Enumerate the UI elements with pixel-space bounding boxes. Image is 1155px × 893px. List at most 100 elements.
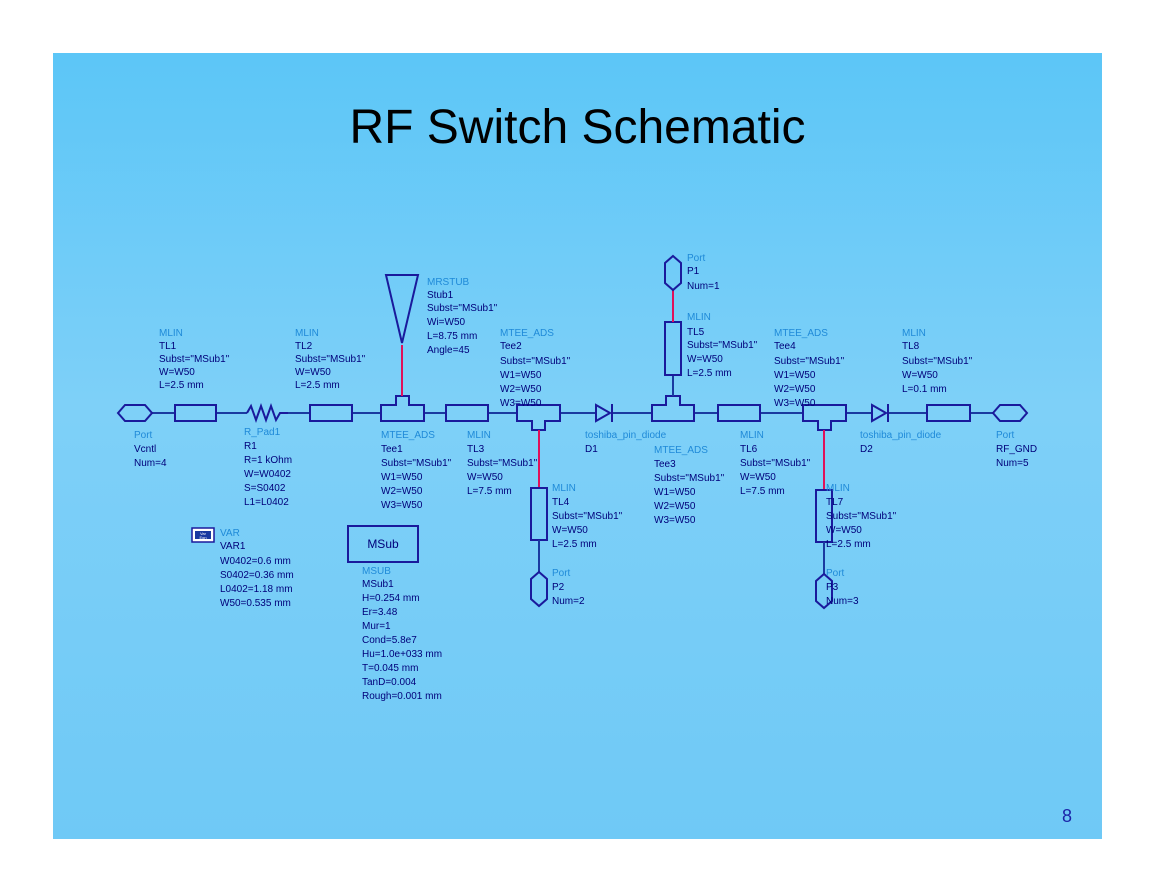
stub1-line: Angle=45 xyxy=(427,345,470,356)
p2-type: Port xyxy=(552,568,571,579)
msub1-line: Er=3.48 xyxy=(362,607,398,618)
tee4-line: W2=W50 xyxy=(774,384,816,395)
tl8-line: Subst="MSub1" xyxy=(902,356,973,367)
tl5-line: W=W50 xyxy=(687,354,723,365)
tee2-line: W3=W50 xyxy=(500,398,542,409)
port-p3-symbol xyxy=(815,572,833,610)
tl3-line: TL3 xyxy=(467,444,485,455)
tl8-type: MLIN xyxy=(902,328,926,339)
tl6-symbol xyxy=(717,404,761,422)
label-vcntl: Port Vcntl Num=4 xyxy=(134,430,167,469)
label-tee1: MTEE_ADS Tee1 Subst="MSub1" W1=W50 W2=W5… xyxy=(381,430,452,511)
p2-line: P2 xyxy=(552,582,565,593)
tee1-line: W2=W50 xyxy=(381,486,423,497)
label-p3: Port P3 Num=3 xyxy=(826,568,859,607)
label-rfgnd: Port RF_GND Num=5 xyxy=(996,430,1037,469)
tl4-type: MLIN xyxy=(552,483,576,494)
msub-box xyxy=(347,525,419,563)
tee4-type: MTEE_ADS xyxy=(774,328,828,339)
tl1-line: W=W50 xyxy=(159,367,195,378)
msub1-line: Hu=1.0e+033 mm xyxy=(362,649,442,660)
p3-type: Port xyxy=(826,568,845,579)
label-tl6: MLIN TL6 Subst="MSub1" W=W50 L=7.5 mm xyxy=(740,430,811,497)
tl8-line: L=0.1 mm xyxy=(902,384,947,395)
msub1-line: Mur=1 xyxy=(362,621,391,632)
tee1-type: MTEE_ADS xyxy=(381,430,435,441)
p1-type: Port xyxy=(687,253,706,264)
tl4-line: TL4 xyxy=(552,497,570,508)
tl1-line: L=2.5 mm xyxy=(159,380,204,391)
tee3-line: W3=W50 xyxy=(654,515,696,526)
tl5-line: TL5 xyxy=(687,327,705,338)
tee4-line: Subst="MSub1" xyxy=(774,356,845,367)
label-p2: Port P2 Num=2 xyxy=(552,568,585,607)
stub1-line: Subst="MSub1" xyxy=(427,303,498,314)
d1-type: toshiba_pin_diode xyxy=(585,430,667,441)
tl2-line: W=W50 xyxy=(295,367,331,378)
r1-line: R1 xyxy=(244,441,257,452)
var-icon-text-2: Eqn xyxy=(199,535,206,540)
msub1-line: TanD=0.004 xyxy=(362,677,417,688)
label-p1: Port P1 Num=1 xyxy=(687,253,720,292)
d2-line: D2 xyxy=(860,444,873,455)
tl6-line: W=W50 xyxy=(740,472,776,483)
tl1-line: TL1 xyxy=(159,341,177,352)
tl3-line: L=7.5 mm xyxy=(467,486,512,497)
tl3-line: W=W50 xyxy=(467,472,503,483)
tl4-line: W=W50 xyxy=(552,525,588,536)
label-d2: toshiba_pin_diode D2 xyxy=(860,430,942,455)
tee2-line: Tee2 xyxy=(500,341,522,352)
tee2-type: MTEE_ADS xyxy=(500,328,554,339)
var1-type: VAR xyxy=(220,528,240,539)
tl2-line: L=2.5 mm xyxy=(295,380,340,391)
r1-line: S=S0402 xyxy=(244,483,286,494)
stub1-line: Stub1 xyxy=(427,290,454,301)
page-number: 8 xyxy=(1062,806,1073,826)
p3-line: P3 xyxy=(826,582,839,593)
tee4-line: W3=W50 xyxy=(774,398,816,409)
rfgnd-type: Port xyxy=(996,430,1015,441)
msub-box-label: MSub xyxy=(367,537,399,551)
rfgnd-line: Num=5 xyxy=(996,458,1029,469)
d2-type: toshiba_pin_diode xyxy=(860,430,942,441)
vcntl-type: Port xyxy=(134,430,153,441)
label-tl1: MLIN TL1 Subst="MSub1" W=W50 L=2.5 mm xyxy=(159,328,230,391)
tee2-symbol xyxy=(516,404,561,431)
tl5-symbol xyxy=(664,321,682,376)
tee2-line: W1=W50 xyxy=(500,370,542,381)
msub1-line: H=0.254 mm xyxy=(362,593,420,604)
tee3-line: W2=W50 xyxy=(654,501,696,512)
var1-line: W0402=0.6 mm xyxy=(220,556,291,567)
r1-symbol xyxy=(246,403,288,423)
rfgnd-line: RF_GND xyxy=(996,444,1037,455)
stub1-type: MRSTUB xyxy=(427,277,470,288)
tl2-symbol xyxy=(309,404,353,422)
tl8-line: TL8 xyxy=(902,341,920,352)
tl4-line: L=2.5 mm xyxy=(552,539,597,550)
stub1-symbol xyxy=(384,274,420,344)
slide-background xyxy=(53,53,1102,839)
tl7-line: W=W50 xyxy=(826,525,862,536)
port-p1-symbol xyxy=(664,254,682,292)
var-icon-text-1: Var xyxy=(200,531,207,536)
var1-line: W50=0.535 mm xyxy=(220,598,291,609)
tl1-line: Subst="MSub1" xyxy=(159,354,230,365)
tee3-line: Subst="MSub1" xyxy=(654,473,725,484)
label-tl5: MLIN TL5 Subst="MSub1" W=W50 L=2.5 mm xyxy=(687,312,758,379)
tl2-line: TL2 xyxy=(295,341,313,352)
vcntl-line: Vcntl xyxy=(134,444,156,455)
tl4-line: Subst="MSub1" xyxy=(552,511,623,522)
msub1-type: MSUB xyxy=(362,566,391,577)
var1-line: L0402=1.18 mm xyxy=(220,584,293,595)
d1-symbol xyxy=(595,403,613,423)
tee1-line: Tee1 xyxy=(381,444,403,455)
tee1-symbol xyxy=(380,395,425,422)
tee2-line: W2=W50 xyxy=(500,384,542,395)
label-tee3: MTEE_ADS Tee3 Subst="MSub1" W1=W50 W2=W5… xyxy=(654,445,725,526)
var-icon-inner xyxy=(195,531,211,539)
d2-symbol xyxy=(871,403,889,423)
tl7-line: TL7 xyxy=(826,497,844,508)
var1-line: VAR1 xyxy=(220,541,246,552)
p1-line: Num=1 xyxy=(687,281,720,292)
tl7-line: L=2.5 mm xyxy=(826,539,871,550)
